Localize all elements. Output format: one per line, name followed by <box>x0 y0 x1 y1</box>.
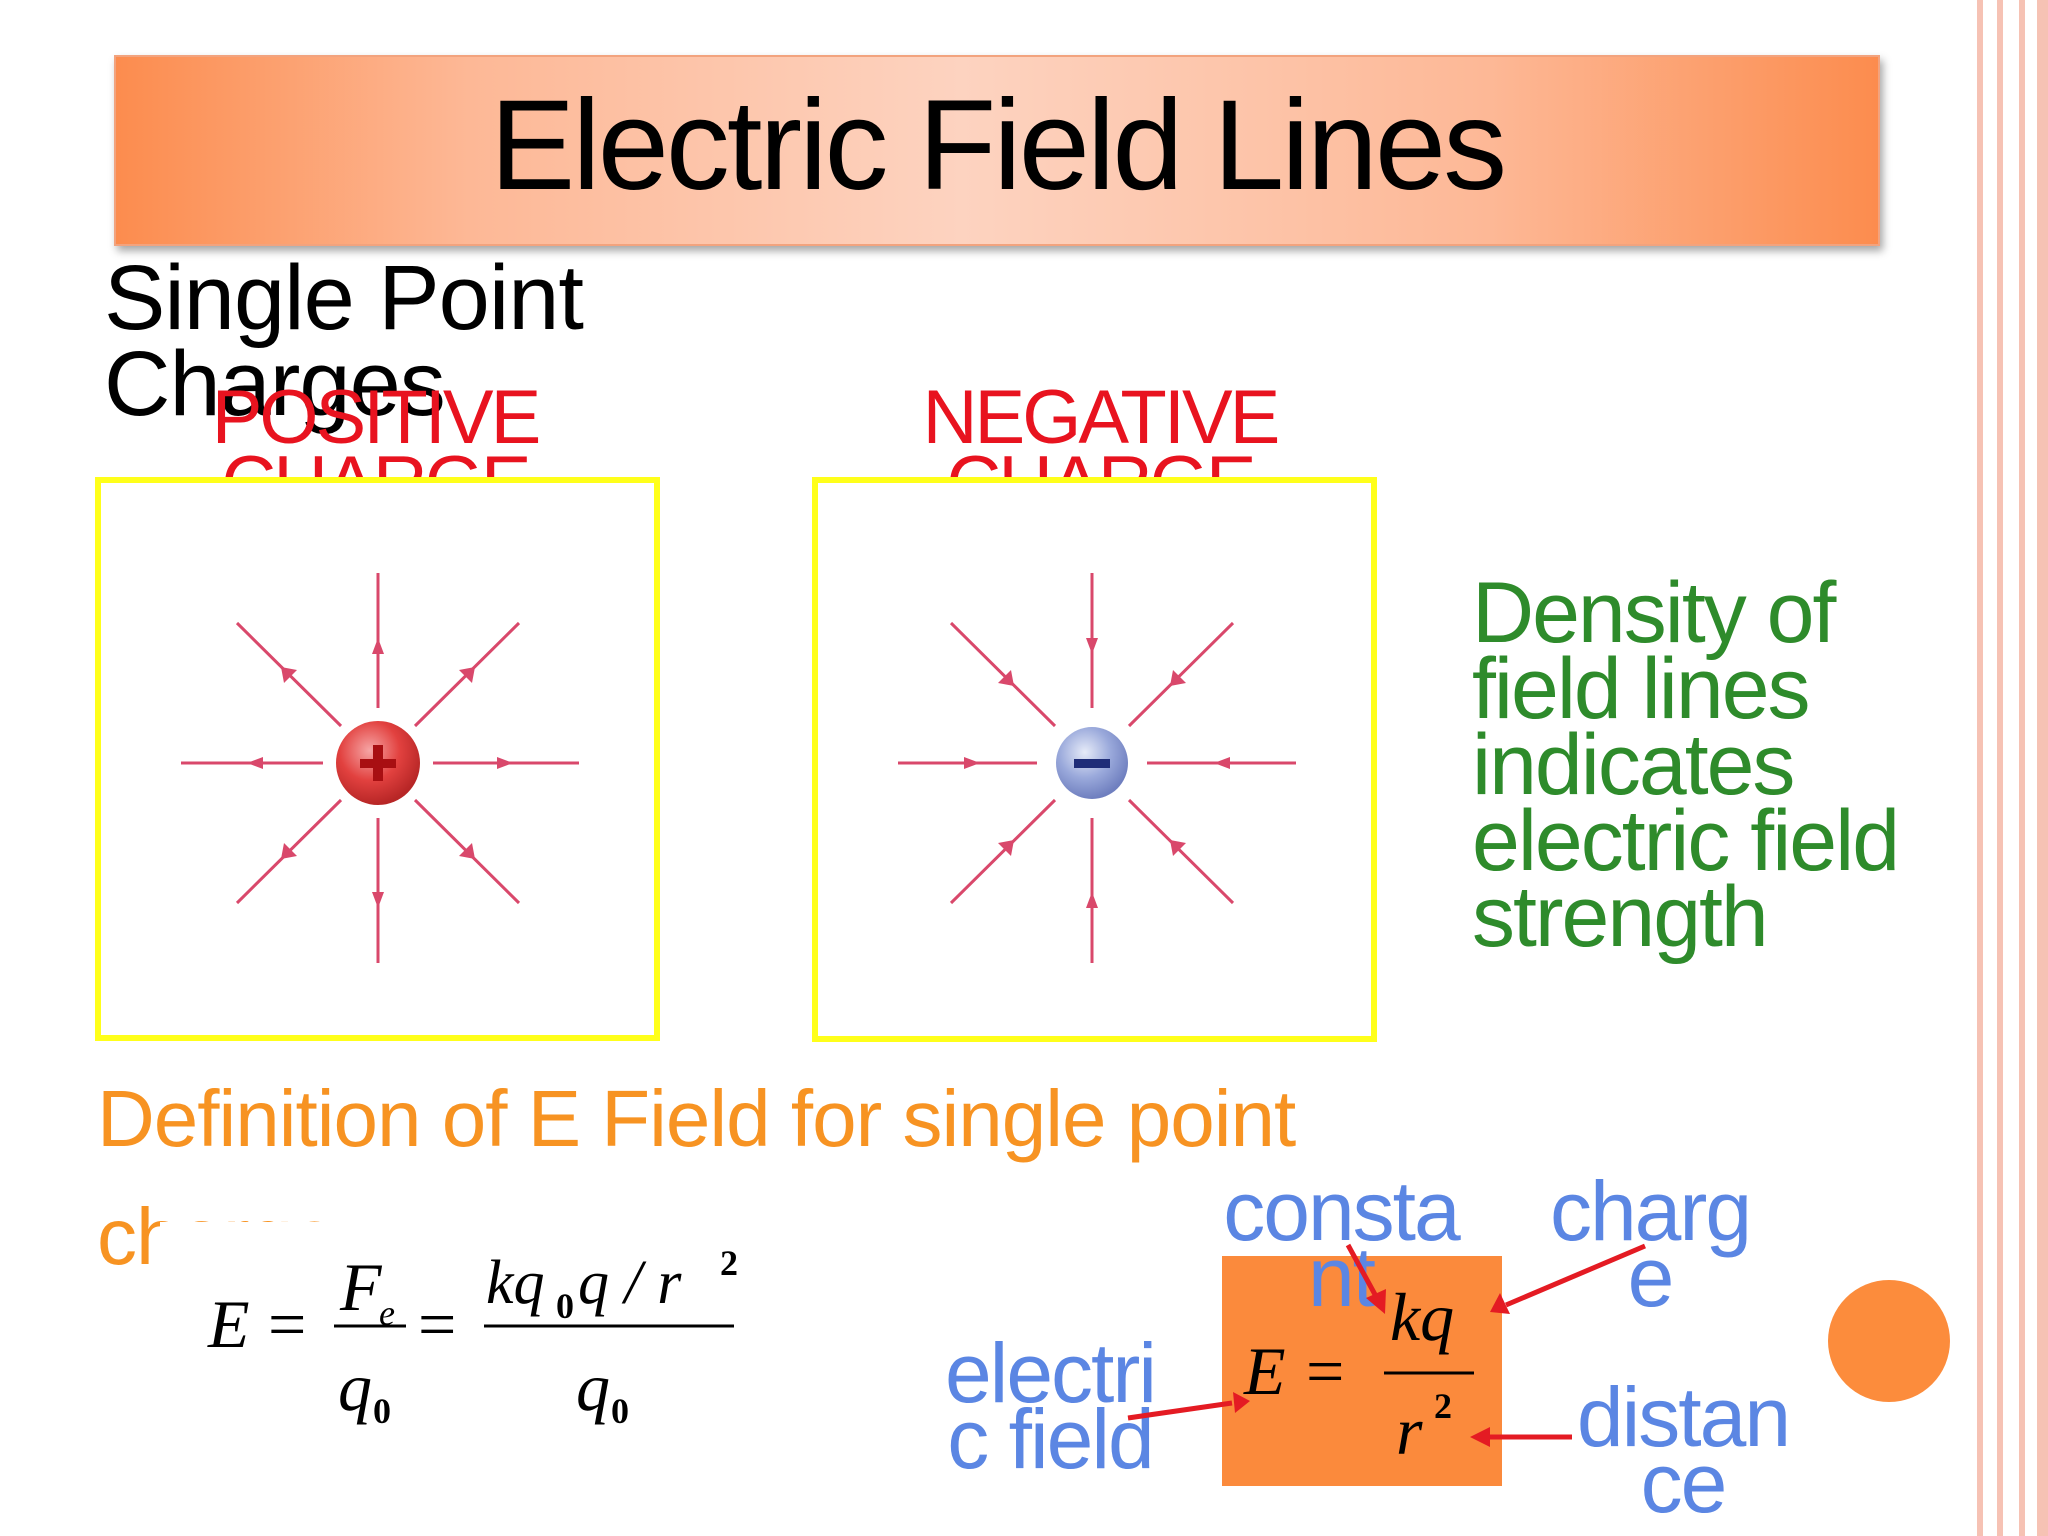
field-density-note: Density of field lines indicates electri… <box>1472 565 1900 965</box>
electric-field-label: electri c field <box>944 1326 1157 1486</box>
svg-text:kq: kq <box>1390 1279 1454 1355</box>
charge-label: charg e <box>1549 1164 1752 1324</box>
formula-background <box>160 1222 800 1302</box>
distance-label: distan ce <box>1576 1370 1791 1530</box>
constant-arrow <box>1345 1243 1381 1302</box>
slide-right-border <box>1963 0 2048 1536</box>
positive-field-diagram <box>181 573 579 963</box>
svg-text:q: q <box>576 1349 610 1425</box>
svg-text:e: e <box>379 1293 395 1333</box>
svg-text:=: = <box>268 1286 306 1362</box>
svg-text:q: q <box>338 1349 372 1425</box>
efield-definition-formula: E = F e q 0 = kq 0 q / r 2 q 0 <box>207 1243 738 1431</box>
slide-subtitle: Single Point Charges <box>104 247 584 435</box>
svg-text:r: r <box>1396 1393 1423 1469</box>
slide-title: Electric Field Lines <box>489 73 1507 217</box>
title-bar: Electric Field Lines <box>114 55 1880 246</box>
svg-text:0: 0 <box>556 1286 574 1326</box>
svg-text:2: 2 <box>1434 1386 1452 1426</box>
svg-text:=: = <box>418 1286 456 1362</box>
negative-field-diagram <box>898 573 1296 963</box>
svg-text:0: 0 <box>373 1391 391 1431</box>
positive-field-arrows <box>247 638 513 908</box>
constant-label: consta nt <box>1223 1164 1461 1324</box>
svg-text:E: E <box>1243 1333 1286 1409</box>
minus-icon <box>1074 759 1110 768</box>
negative-charge-box <box>812 477 1377 1042</box>
coulomb-field-formula: E = kq r 2 <box>1243 1279 1474 1469</box>
svg-text:F: F <box>339 1249 383 1325</box>
svg-text:q / r: q / r <box>578 1249 682 1317</box>
svg-text:=: = <box>1306 1333 1344 1409</box>
efield-arrow <box>1127 1400 1233 1421</box>
svg-text:kq: kq <box>486 1249 545 1317</box>
svg-text:0: 0 <box>611 1391 629 1431</box>
svg-text:2: 2 <box>720 1243 738 1283</box>
negative-field-arrows <box>964 638 1230 908</box>
charge-arrow <box>1505 1243 1646 1308</box>
svg-text:E: E <box>207 1286 250 1362</box>
decorative-orange-circle <box>1828 1280 1950 1402</box>
positive-charge-box <box>95 477 660 1041</box>
coulomb-formula-box <box>1222 1256 1502 1486</box>
